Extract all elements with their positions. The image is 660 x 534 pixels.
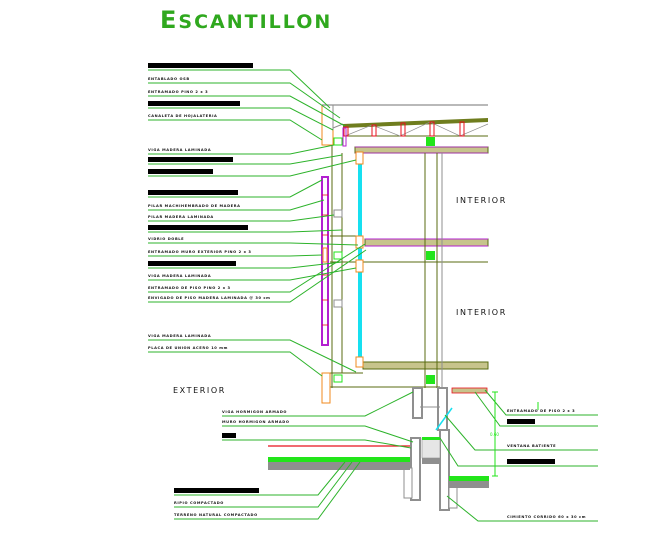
leader-line [439, 437, 598, 467]
truss-web [344, 121, 489, 137]
connectors [333, 137, 435, 384]
exterior-wall-cladding [321, 176, 329, 346]
callout-label: PILAR MACHIHEMBRADO DE MADERA [148, 204, 240, 208]
redacted-label [222, 433, 236, 438]
callout-label: VIGA HORMIGON ARMADO [222, 410, 287, 414]
callout-label: TERRENO NATURAL COMPACTADO [174, 513, 258, 517]
callout-label: ENTRAMADO PINO 2 x 3 [148, 90, 208, 94]
callout-label: ENTRAMADO MURO EXTERIOR PINO 2 x 3 [148, 250, 252, 254]
drawing-title: ESCANTILLON [160, 6, 332, 34]
leader-line [148, 351, 323, 377]
callout-label: VIDRIO DOBLE [148, 237, 184, 241]
leader-line [148, 214, 335, 222]
callout-label: CANALETA DE HOJALATERIA [148, 114, 217, 118]
leader-line [222, 439, 412, 449]
leader-line [148, 82, 341, 119]
title-rest: SCANTILLON [178, 11, 333, 33]
leader-line [148, 339, 357, 373]
roof-slope [343, 118, 488, 128]
leader-line [148, 119, 323, 141]
redacted-label [148, 169, 213, 174]
callout-label: PLACA DE UNION ACERO 10 mm [148, 346, 228, 350]
leader-line [474, 391, 598, 427]
redacted-label [174, 488, 259, 493]
leader-line [222, 425, 414, 443]
leader-line [148, 229, 343, 233]
redacted-label [148, 157, 233, 162]
casement-window [435, 407, 453, 431]
callout-label: VENTANA BATIENTE [507, 444, 556, 448]
leader-line [174, 461, 346, 496]
callout-label: ENTRAMADO DE PISO PINO 2 x 3 [148, 286, 231, 290]
roof-edge-orange [321, 105, 334, 146]
leader-line [148, 144, 335, 155]
truss-posts [343, 121, 465, 137]
room-label-interior-lower: INTERIOR [456, 308, 507, 317]
upper-floor-slab [354, 146, 489, 154]
callout-label: PILAR MADERA LAMINADA [148, 215, 214, 219]
leader-line [444, 414, 598, 451]
callout-label: RIPIO COMPACTADO [174, 501, 224, 505]
callout-label: ENVIGADO DE PISO MADERA LAMINADA @ 30 cm [148, 296, 271, 300]
leader-line [174, 461, 361, 520]
leader-line [446, 495, 598, 522]
callout-label: VIGA MADERA LAMINADA [148, 148, 211, 152]
redacted-label [507, 419, 535, 424]
room-label-exterior: EXTERIOR [173, 386, 226, 395]
leader-line [148, 159, 357, 177]
leader-line [174, 461, 353, 508]
callout-label: MURO HORMIGON ARMADO [222, 420, 290, 424]
leader-line [148, 107, 334, 131]
leader-line [148, 261, 343, 269]
redacted-label [148, 261, 236, 266]
leader-line [148, 154, 343, 165]
annotation-labels: ENTABLADO OSB ENTRAMADO PINO 2 x 3 CANALET… [148, 63, 586, 519]
title-first-letter: E [160, 6, 179, 34]
leader-line [148, 69, 331, 109]
leader-line [484, 389, 598, 416]
redacted-label [148, 225, 248, 230]
leader-line [148, 249, 367, 303]
redacted-label [507, 459, 555, 464]
callout-label: ENTRAMADO DE PISO 2 x 3 [507, 409, 575, 413]
leader-lines [148, 69, 598, 522]
redacted-label [148, 190, 238, 195]
leader-line [148, 242, 359, 246]
leader-line [148, 95, 346, 127]
room-label-interior-upper: INTERIOR [456, 196, 507, 205]
leader-line [148, 179, 323, 198]
leader-line [222, 391, 414, 417]
leader-line [148, 199, 325, 211]
base-plate [321, 372, 331, 404]
callout-label: VIGA MADERA LAMINADA [148, 274, 211, 278]
middle-floor-slab [364, 238, 489, 247]
foundation [268, 387, 489, 511]
leader-line [148, 254, 323, 257]
dimension-label: 0.60 [490, 432, 499, 437]
compacted-gravel [268, 462, 410, 470]
callout-label: ENTABLADO OSB [148, 77, 190, 81]
redacted-label [148, 63, 253, 68]
leader-line [148, 243, 366, 293]
callout-label: VIGA MADERA LAMINADA [148, 334, 211, 338]
redacted-label [148, 101, 240, 106]
callout-label: CIMIENTO CORRIDO 60 x 30 cm [507, 515, 586, 519]
dimension-line: 0.60 [490, 391, 539, 477]
structure [268, 104, 489, 511]
